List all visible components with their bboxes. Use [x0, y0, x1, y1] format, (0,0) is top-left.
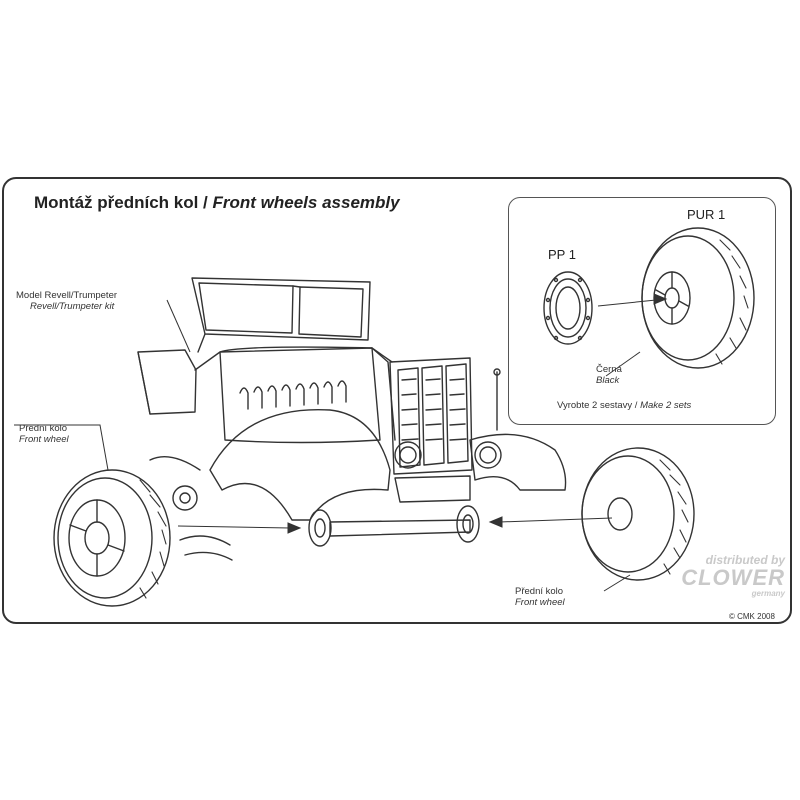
left-wheel-label-english: Front wheel — [19, 434, 69, 445]
vehicle-body-rear — [137, 333, 393, 415]
right-fender — [469, 433, 567, 491]
front-axle — [149, 456, 480, 561]
copyright: © CMK 2008 — [729, 612, 775, 621]
sets-note: Vyrobte 2 sestavy / Make 2 sets — [557, 400, 691, 411]
title-english: Front wheels assembly — [212, 193, 400, 212]
hub-part-pp1 — [543, 271, 593, 345]
page-title: Montáž předních kol / Front wheels assem… — [34, 193, 400, 213]
right-front-wheel — [581, 447, 695, 581]
left-front-wheel — [53, 469, 171, 607]
instruction-frame — [2, 177, 792, 624]
left-fender — [209, 408, 391, 521]
vehicle-hood — [219, 346, 396, 444]
right-wheel-label-english: Front wheel — [515, 597, 565, 608]
left-wheel-label-czech: Přední kolo — [19, 423, 68, 434]
antenna-tip — [493, 368, 501, 376]
right-wheel-label-czech: Přední kolo — [515, 586, 564, 597]
title-czech: Montáž předních kol / — [34, 193, 213, 212]
windshield — [191, 277, 371, 341]
assembly-arrows — [177, 293, 668, 534]
distributor-watermark: distributed by CLOWER germany — [640, 553, 785, 598]
sets-note-czech: Vyrobte 2 sestavy / — [557, 400, 641, 411]
tire-part-code: PUR 1 — [687, 207, 726, 222]
detail-inset-box — [508, 197, 776, 425]
model-label-english: Revell/Trumpeter kit — [30, 301, 115, 312]
color-note-czech: Černá — [596, 364, 622, 375]
watermark-line1: distributed by — [705, 553, 785, 567]
model-label-czech: Model Revell/Trumpeter — [16, 290, 118, 301]
color-note-english: Black — [596, 375, 620, 386]
hub-part-code: PP 1 — [548, 247, 576, 262]
watermark-logo: CLOWER — [681, 565, 785, 590]
headlights — [394, 441, 502, 469]
watermark-line3: germany — [751, 589, 785, 598]
sets-note-english: Make 2 sets — [640, 400, 692, 411]
leader-lines — [14, 299, 641, 592]
vehicle-grille — [389, 357, 473, 475]
